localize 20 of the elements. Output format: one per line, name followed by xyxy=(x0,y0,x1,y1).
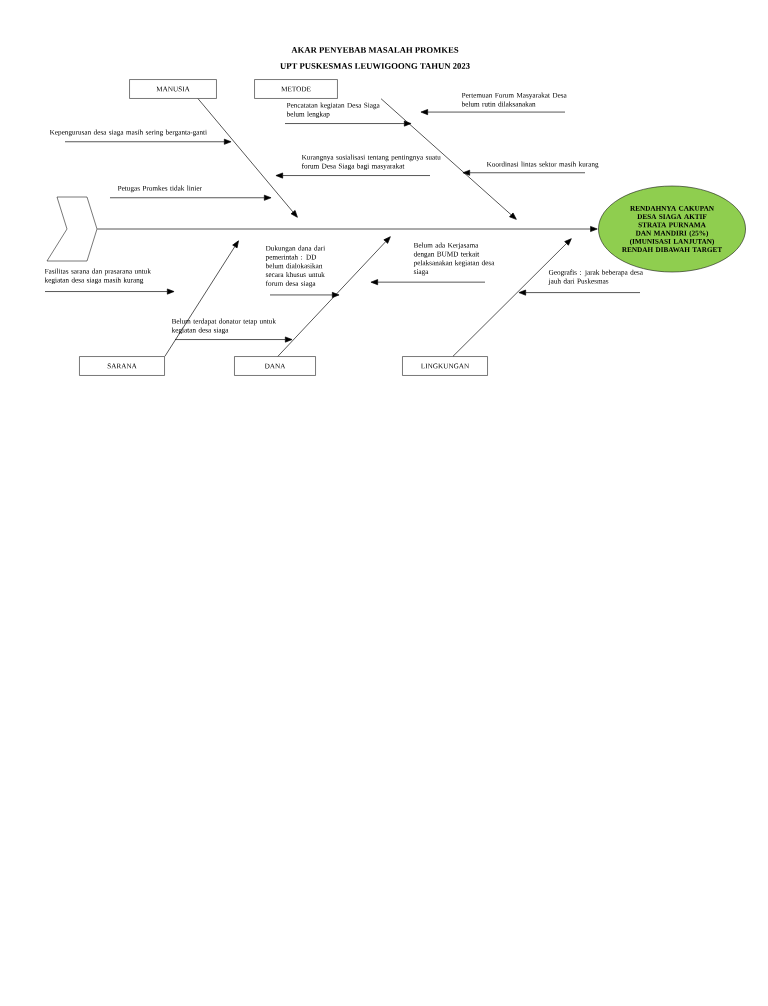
arrow xyxy=(518,289,641,296)
bone-line xyxy=(164,240,239,357)
bone-line xyxy=(197,98,298,218)
arrow xyxy=(44,288,175,295)
chevron-shape xyxy=(46,196,98,262)
arrow xyxy=(269,292,340,298)
arrow xyxy=(109,194,272,201)
fishbone-spine xyxy=(96,226,598,232)
arrow xyxy=(174,336,293,343)
arrow xyxy=(370,279,486,286)
arrow xyxy=(64,138,232,145)
bone-line xyxy=(380,98,517,220)
subtitle: UPT PUSKESMAS LEUWIGOONG TAHUN 2023 xyxy=(280,63,470,69)
arrow xyxy=(462,169,586,176)
bone-line xyxy=(277,236,391,357)
title: AKAR PENYEBAB MASALAH PROMKES xyxy=(291,47,459,53)
arrow xyxy=(420,109,566,115)
bone-line xyxy=(452,238,572,357)
arrow xyxy=(275,172,431,179)
arrow xyxy=(284,120,412,127)
